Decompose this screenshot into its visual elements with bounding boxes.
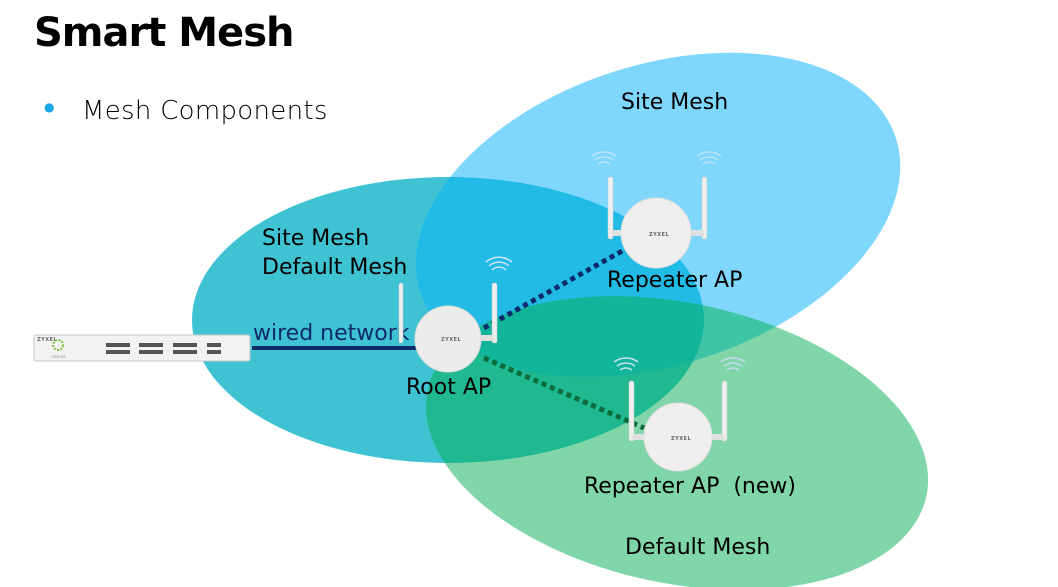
repeater-ap-new-device[interactable]: ZYXEL (613, 357, 746, 472)
root-ap-brand: ZYXEL (441, 337, 462, 343)
bullet-mesh-components: Mesh Components (82, 96, 328, 126)
repeater-ap-device[interactable]: ZYXEL (591, 151, 722, 269)
nebula-logo-icon (52, 339, 64, 351)
wifi-signal-icon-left (591, 151, 617, 165)
repeater-ap-new-brand: ZYXEL (671, 436, 692, 442)
zone-label-default-mesh-left: Default Mesh (262, 255, 407, 280)
repeater-ap-label: Repeater AP (607, 268, 742, 293)
wifi-signal-icon (485, 256, 513, 271)
zone-label-site-mesh-left: Site Mesh (262, 226, 369, 251)
zone-label-site-mesh: Site Mesh (621, 90, 728, 115)
zone-label-default-mesh: Default Mesh (625, 535, 770, 560)
repeater-ap-new-label: Repeater AP (new) (584, 474, 796, 499)
wifi-signal-icon-right (720, 357, 746, 371)
slide-title: Smart Mesh (34, 10, 294, 56)
overlap-all-three (425, 296, 704, 435)
wired-network-label: wired network (253, 321, 410, 346)
wifi-signal-icon-left (613, 357, 639, 371)
switch-logo-text: nebula (52, 354, 66, 359)
antenna-right (491, 282, 498, 344)
root-ap-label: Root AP (406, 375, 491, 400)
switch-brand: ZYXEL (37, 337, 58, 343)
bullet-dot-icon: ● (44, 100, 55, 114)
wifi-signal-icon-right (696, 151, 722, 165)
root-ap-device[interactable]: ZYXEL (398, 256, 513, 373)
antenna-left (398, 282, 404, 344)
root-to-repeater-new-link (482, 355, 646, 431)
switch-device[interactable]: ZYXEL nebula (33, 334, 251, 362)
repeater-ap-brand: ZYXEL (649, 232, 670, 238)
switch-ports-icon (106, 343, 221, 354)
